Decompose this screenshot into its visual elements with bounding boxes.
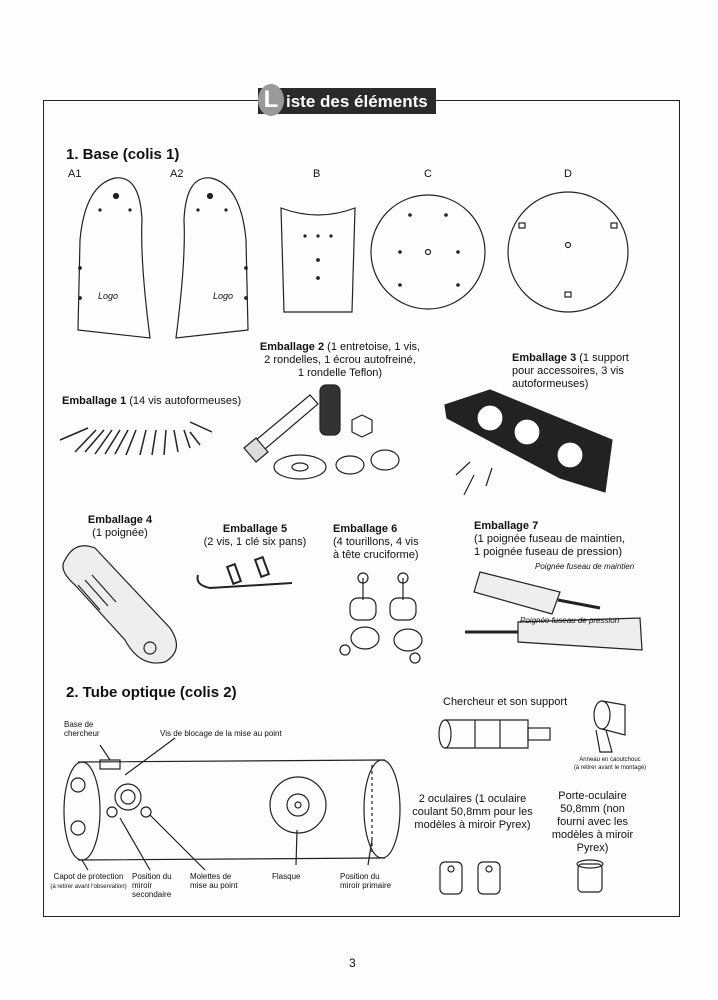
package2-drawing — [243, 384, 400, 480]
part-label-c: C — [424, 168, 432, 180]
finder-label: Chercheur et son support — [443, 696, 568, 708]
part-c-drawing — [370, 194, 486, 310]
logo-a1: Logo — [98, 291, 119, 301]
part-label-a2: A2 — [170, 168, 184, 180]
press-handle-caption: Poignée fuseau de pression — [520, 616, 620, 625]
package7-label: Emballage 7(1 poignée fuseau de maintien… — [474, 520, 626, 558]
part-label-d: D — [564, 168, 572, 180]
eyepieces-label: 2 oculaires (1 oculaire coulant 50,8mm p… — [412, 793, 533, 831]
page-number: 3 — [349, 956, 356, 970]
part-a1-drawing — [77, 177, 151, 339]
part-label-a1: A1 — [68, 168, 82, 180]
focus-knobs-label: Molettes de mise au point — [190, 872, 238, 890]
part-a2-drawing — [175, 177, 249, 339]
accessory-support-drawing — [444, 389, 613, 496]
banner-title: iste des éléments — [286, 92, 428, 111]
finder-drawing — [438, 700, 626, 753]
part-d-drawing — [507, 191, 629, 313]
part-b-drawing — [280, 207, 356, 313]
focus-lock-label: Vis de blocage de la mise au point — [160, 729, 282, 738]
banner-initial: L — [258, 84, 284, 116]
hold-handle-caption: Poignée fuseau de maintien — [535, 562, 635, 571]
package5-label: Emballage 5(2 vis, 1 clé six pans) — [203, 523, 307, 548]
flange-label: Flasque — [272, 872, 301, 881]
optical-tube-drawing — [63, 737, 401, 871]
logo-a2: Logo — [213, 291, 234, 301]
section1-title: 1. Base (colis 1) — [66, 146, 180, 163]
eyepieces-drawing — [439, 859, 604, 895]
cap-label: Capot de protection(à retirer avant l'ob… — [50, 872, 127, 890]
rubber-ring-label: Anneau en caoutchouc(à retirer avant le … — [573, 757, 647, 771]
trunnions-drawing — [339, 572, 423, 664]
finder-base-label: Base de chercheur — [64, 720, 100, 738]
package2-label: Emballage 2 (1 entretoise, 1 vis,2 ronde… — [259, 341, 421, 379]
self-tapping-screws-drawing — [59, 421, 213, 456]
section2-title: 2. Tube optique (colis 2) — [66, 684, 237, 701]
package1-label: Emballage 1 (14 vis autoformeuses) — [62, 395, 242, 407]
secondary-mirror-label: Position du miroir secondaire — [132, 872, 172, 899]
spindle-handles-drawing — [465, 571, 643, 651]
handle-drawing — [62, 545, 177, 664]
primary-mirror-label: Position du miroir primaire — [340, 872, 392, 890]
eyepiece-holder-label: Porte-oculaire 50,8mm (non fourni avec l… — [551, 790, 634, 854]
package4-label: Emballage 4(1 poignée) — [87, 514, 153, 539]
part-label-b: B — [313, 168, 321, 180]
hex-key-drawing — [196, 555, 293, 590]
section-banner: L iste des éléments — [258, 84, 436, 116]
